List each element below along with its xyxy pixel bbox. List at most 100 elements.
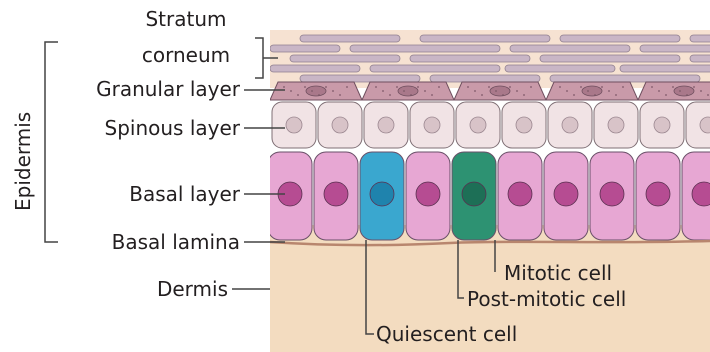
granule-dot bbox=[325, 86, 327, 88]
granule-dot bbox=[424, 90, 426, 92]
granule-dot bbox=[580, 86, 582, 88]
granular-nucleus bbox=[490, 86, 510, 96]
spinous-nucleus bbox=[286, 117, 302, 133]
granule-dot bbox=[375, 86, 377, 88]
spinous-layer-cells bbox=[272, 102, 710, 148]
spinous-nucleus bbox=[470, 117, 486, 133]
granule-dot bbox=[665, 94, 667, 96]
quiescent-cell-nucleus bbox=[370, 182, 394, 206]
granule-dot bbox=[283, 86, 285, 88]
corneum-flake bbox=[550, 75, 700, 82]
granule-dot bbox=[339, 94, 341, 96]
granule-dot bbox=[672, 86, 674, 88]
basal-layer-label: Basal layer bbox=[40, 183, 240, 205]
granule-dot bbox=[318, 94, 320, 96]
post-mitotic-cell-nucleus bbox=[462, 182, 486, 206]
corneum-flake bbox=[270, 65, 360, 72]
granule-dot bbox=[523, 94, 525, 96]
basal-cell-nucleus bbox=[646, 182, 670, 206]
epidermis-bracket bbox=[45, 42, 58, 242]
granule-dot bbox=[346, 86, 348, 88]
granular-nucleus bbox=[398, 86, 418, 96]
granule-dot bbox=[651, 86, 653, 88]
epidermis-label: Epidermis bbox=[8, 86, 38, 236]
corneum-flake bbox=[420, 35, 550, 42]
granule-dot bbox=[396, 86, 398, 88]
granule-dot bbox=[566, 90, 568, 92]
granule-dot bbox=[495, 90, 497, 92]
corneum-flake bbox=[290, 55, 400, 62]
spinous-nucleus bbox=[332, 117, 348, 133]
granule-dot bbox=[389, 94, 391, 96]
granule-dot bbox=[290, 90, 292, 92]
granule-dot bbox=[410, 94, 412, 96]
basal-cell-nucleus bbox=[508, 182, 532, 206]
granule-dot bbox=[481, 94, 483, 96]
granule-dot bbox=[573, 94, 575, 96]
granule-dot bbox=[516, 90, 518, 92]
mitotic-cell-label: Mitotic cell bbox=[504, 262, 612, 284]
granule-dot bbox=[693, 86, 695, 88]
granular-nucleus bbox=[306, 86, 326, 96]
granule-dot bbox=[679, 90, 681, 92]
granule-dot bbox=[417, 86, 419, 88]
granular-nucleus bbox=[674, 86, 694, 96]
spinous-nucleus bbox=[608, 117, 624, 133]
granule-dot bbox=[615, 94, 617, 96]
basal-cell-nucleus bbox=[600, 182, 624, 206]
granule-dot bbox=[594, 94, 596, 96]
granule-dot bbox=[332, 90, 334, 92]
granule-dot bbox=[311, 90, 313, 92]
granule-dot bbox=[707, 94, 709, 96]
stratum-corneum-label-line2: corneum bbox=[131, 44, 241, 66]
corneum-flake bbox=[300, 75, 420, 82]
corneum-flake bbox=[510, 45, 630, 52]
granule-dot bbox=[509, 86, 511, 88]
granule-dot bbox=[474, 90, 476, 92]
corneum-flake bbox=[640, 45, 710, 52]
corneum-flake bbox=[410, 55, 530, 62]
corneum-flake bbox=[690, 35, 710, 42]
spinous-nucleus bbox=[516, 117, 532, 133]
granule-dot bbox=[488, 86, 490, 88]
granule-dot bbox=[438, 86, 440, 88]
corneum-flake bbox=[270, 45, 340, 52]
dermis-label: Dermis bbox=[60, 278, 228, 300]
corneum-flake bbox=[620, 65, 710, 72]
granule-dot bbox=[530, 86, 532, 88]
granule-dot bbox=[700, 90, 702, 92]
corneum-flake bbox=[540, 55, 680, 62]
spinous-nucleus bbox=[378, 117, 394, 133]
corneum-flake bbox=[430, 75, 540, 82]
granule-dot bbox=[559, 86, 561, 88]
spinous-nucleus bbox=[654, 117, 670, 133]
granular-layer-label: Granular layer bbox=[40, 78, 240, 100]
stratum-corneum-label-line1: Stratum bbox=[131, 8, 241, 30]
granule-dot bbox=[382, 90, 384, 92]
granule-dot bbox=[608, 90, 610, 92]
corneum-flake bbox=[370, 65, 500, 72]
granule-dot bbox=[686, 94, 688, 96]
spinous-layer-label: Spinous layer bbox=[40, 117, 240, 139]
corneum-flake bbox=[300, 35, 400, 42]
granule-dot bbox=[601, 86, 603, 88]
corneum-flake bbox=[350, 45, 500, 52]
quiescent-cell-label: Quiescent cell bbox=[376, 323, 517, 345]
corneum-flake bbox=[560, 35, 680, 42]
post-mitotic-cell-label: Post-mitotic cell bbox=[467, 288, 626, 310]
spinous-nucleus bbox=[424, 117, 440, 133]
granule-dot bbox=[431, 94, 433, 96]
granule-dot bbox=[502, 94, 504, 96]
granule-dot bbox=[297, 94, 299, 96]
basal-cell-nucleus bbox=[554, 182, 578, 206]
granule-dot bbox=[658, 90, 660, 92]
stratum-corneum-flakes bbox=[270, 35, 710, 82]
spinous-nucleus bbox=[562, 117, 578, 133]
granule-dot bbox=[304, 86, 306, 88]
granule-dot bbox=[467, 86, 469, 88]
corneum-flake bbox=[505, 65, 615, 72]
corneum-flake bbox=[690, 55, 710, 62]
granular-nucleus bbox=[582, 86, 602, 96]
basal-cell-nucleus bbox=[324, 182, 348, 206]
